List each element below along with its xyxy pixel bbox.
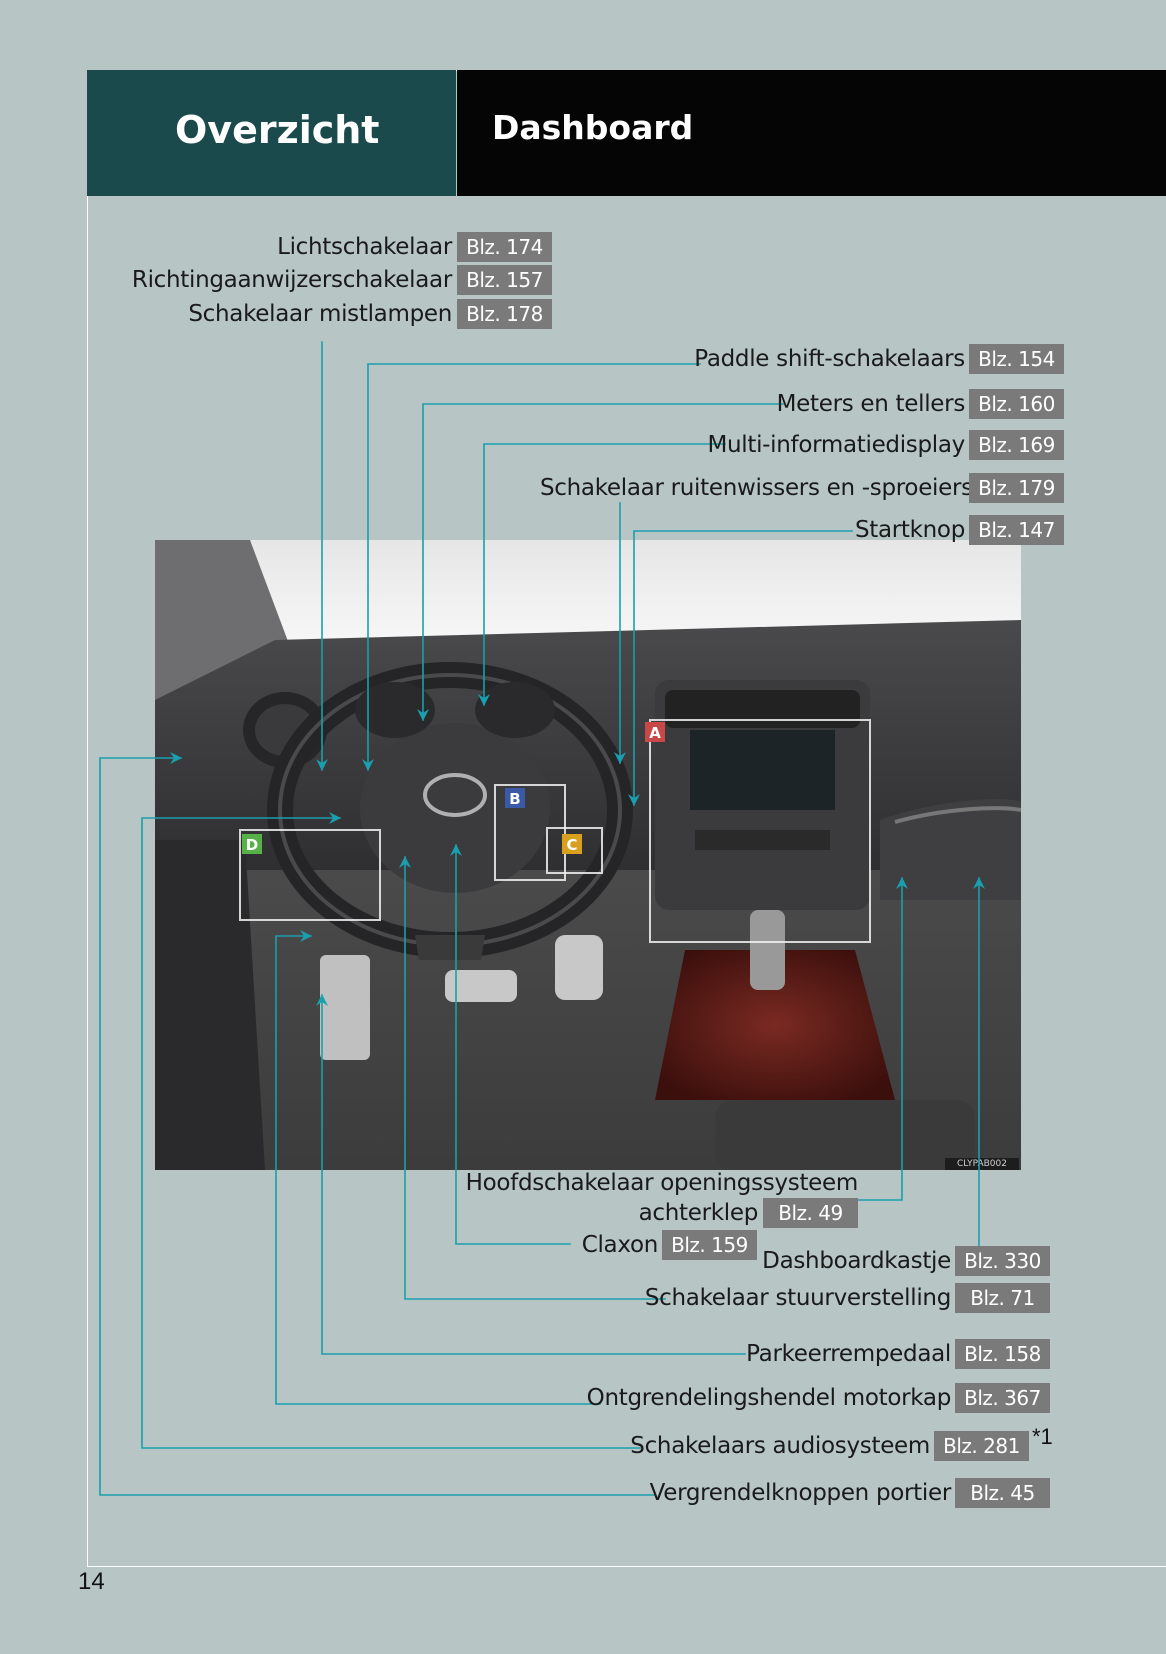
ref-meters[interactable]: Blz. 160 [969, 389, 1064, 419]
zone-d-box [239, 829, 381, 921]
brake-pedal [445, 970, 517, 1002]
label-lichtschakelaar: Lichtschakelaar [277, 234, 452, 260]
dashboard-illustration: A B C D [155, 540, 1021, 1170]
marker-b [505, 788, 525, 808]
label-audio: Schakelaars audiosysteem [630, 1433, 930, 1459]
parking-brake-pedal [320, 955, 370, 1060]
gauge-left [355, 682, 435, 738]
label-parkeerrem: Parkeerrempedaal [746, 1341, 951, 1367]
gauge-right [475, 682, 555, 738]
leader-achterklep [857, 877, 908, 1201]
leader-audio [141, 812, 641, 1449]
leader-portier [99, 752, 656, 1496]
ref-richtingaanwijzer[interactable]: Blz. 157 [457, 265, 552, 295]
label-ruitenwissers: Schakelaar ruitenwissers en -sproeiers [540, 475, 973, 501]
ref-startknop[interactable]: Blz. 147 [969, 515, 1064, 545]
ref-multi[interactable]: Blz. 169 [969, 430, 1064, 460]
door-panel [155, 840, 265, 1170]
ref-stuurverstelling[interactable]: Blz. 71 [955, 1283, 1050, 1313]
zone-a-box [649, 719, 871, 943]
label-stuurverstelling: Schakelaar stuurverstelling [644, 1285, 951, 1311]
ref-audio[interactable]: Blz. 281 [934, 1431, 1029, 1461]
label-dashboardkastje: Dashboardkastje [762, 1248, 951, 1274]
gear-shifter [750, 910, 785, 990]
airbag-hub [360, 723, 550, 893]
marker-b-label: B [509, 790, 520, 808]
label-claxon: Claxon [581, 1232, 659, 1258]
section-header [87, 70, 456, 196]
zone-c-box [546, 827, 603, 874]
glovebox [880, 799, 1021, 900]
ref-parkeerrem[interactable]: Blz. 158 [955, 1339, 1050, 1369]
page-title: Dashboard [492, 108, 694, 147]
marker-a [645, 722, 665, 742]
label-motorkap: Ontgrendelingshendel motorkap [586, 1385, 952, 1411]
leader-motorkap [275, 930, 601, 1405]
wood-trim [655, 950, 895, 1100]
page-header [457, 70, 1166, 196]
ref-lichtschakelaar[interactable]: Blz. 174 [457, 232, 552, 262]
leader-claxon [450, 844, 571, 1245]
image-code: CLYPAB002 [945, 1158, 1019, 1170]
marker-d-label: D [246, 836, 258, 854]
leader-parkeerrem [316, 994, 746, 1355]
label-paddle: Paddle shift-schakelaars [694, 346, 965, 372]
label-portier: Vergrendelknoppen portier [649, 1480, 952, 1506]
label-multi: Multi-informatiedisplay [707, 432, 965, 458]
marker-c [562, 834, 582, 854]
ref-portier[interactable]: Blz. 45 [955, 1478, 1050, 1508]
label-startknop: Startknop [854, 517, 965, 543]
accelerator-pedal [555, 935, 603, 1000]
leader-stuurverstelling [399, 856, 666, 1300]
zone-b-box [494, 784, 566, 881]
leader-multi [478, 443, 726, 706]
leader-paddle [362, 363, 701, 771]
ref-paddle[interactable]: Blz. 154 [969, 344, 1064, 374]
label-achterklep: Hoofdschakelaar openingssysteem [465, 1170, 859, 1196]
ref-achterklep[interactable]: Blz. 49 [763, 1198, 858, 1228]
marker-a-label: A [649, 724, 661, 742]
ref-dashboardkastje[interactable]: Blz. 330 [955, 1246, 1050, 1276]
leader-meters [417, 403, 784, 721]
page-number: 14 [78, 1568, 105, 1595]
section-title: Overzicht [175, 108, 380, 152]
navigation-screen [690, 730, 835, 810]
label-meters: Meters en tellers [776, 391, 966, 417]
ref-claxon[interactable]: Blz. 159 [662, 1230, 757, 1260]
leader-startknop [628, 530, 853, 806]
marker-d [242, 834, 262, 854]
armrest [715, 1100, 975, 1170]
lexus-logo [423, 773, 487, 817]
ref-mistlampen[interactable]: Blz. 178 [457, 299, 552, 329]
label-richtingaanwijzer: Richtingaanwijzerschakelaar [131, 267, 452, 293]
footnote-marker: *1 [1032, 1424, 1053, 1449]
ref-ruitenwissers[interactable]: Blz. 179 [969, 473, 1064, 503]
label-achterklep-line2: achterklep [638, 1200, 759, 1226]
ref-motorkap[interactable]: Blz. 367 [955, 1383, 1050, 1413]
label-mistlampen: Schakelaar mistlampen [188, 301, 452, 327]
marker-c-label: C [566, 836, 577, 854]
